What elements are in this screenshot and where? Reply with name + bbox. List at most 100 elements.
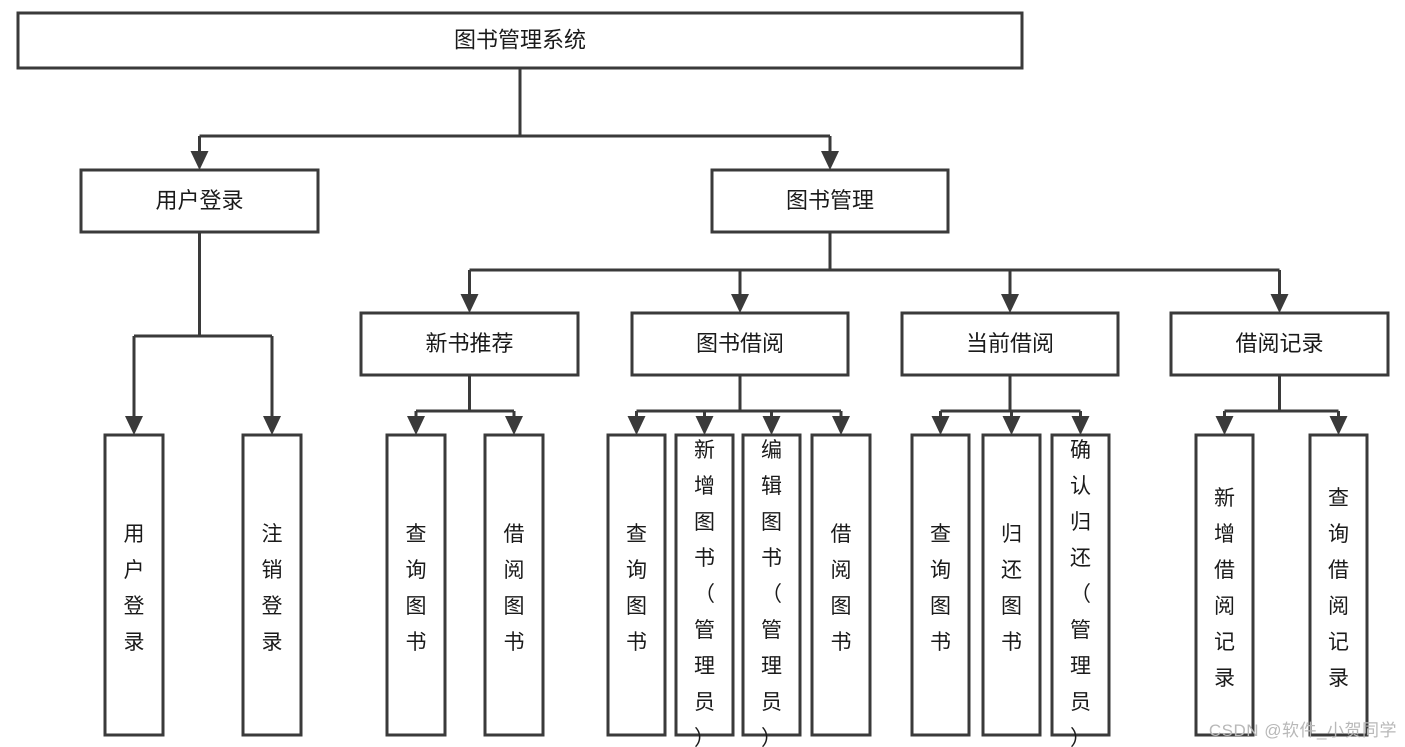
leaf-label-char: 书 (626, 631, 647, 654)
leaf-label-char: 询 (626, 559, 647, 582)
leaf-label-char: 户 (124, 559, 145, 582)
leaf-label-char: 辑 (761, 475, 782, 498)
leaf-label-char: 销 (262, 559, 283, 582)
leaf-label-char: 书 (504, 631, 525, 654)
leaf-label-char: 还 (1001, 559, 1022, 582)
arrow-head-icon (695, 416, 714, 435)
node-label: 图书借阅 (696, 331, 784, 356)
leaf-label-char: 管 (1070, 619, 1091, 642)
node-user-login[interactable]: 用户登录 (79, 168, 320, 234)
leaf-label-char: 图 (831, 595, 852, 618)
leaf-label-char: 询 (930, 559, 951, 582)
leaf-label-char: 阅 (504, 559, 525, 582)
leaf-label-char: 图 (504, 595, 525, 618)
node-label: 新书推荐 (425, 331, 513, 356)
leaf-label-char: 员 (694, 691, 715, 714)
leaf-label-char: 书 (1001, 631, 1022, 654)
arrow-head-icon (1001, 294, 1019, 313)
leaf-label-char: 用 (124, 523, 145, 546)
arrow-head-icon (190, 151, 209, 170)
leaf-label-char: 员 (1070, 691, 1091, 714)
arrow-head-icon (1329, 416, 1348, 435)
leaf-label-char: 录 (124, 631, 145, 654)
node-label: 用户登录 (155, 188, 243, 213)
leaf-label-char: 归 (1070, 511, 1091, 534)
leaf-label-char: 书 (930, 631, 951, 654)
leaf-label-char: 询 (1328, 523, 1349, 546)
arrow-head-icon (1002, 416, 1021, 435)
leaf-label-char: 查 (930, 523, 951, 546)
leaf-label-char: （ (694, 583, 715, 606)
leaf-leaf-user-login[interactable]: 用户登录 (103, 433, 165, 737)
leaf-label-char: 录 (262, 631, 283, 654)
node-current-borrow[interactable]: 当前借阅 (900, 311, 1120, 377)
connectors-layer (125, 68, 1348, 435)
node-book-borrow[interactable]: 图书借阅 (630, 311, 850, 377)
boxes-layer: 图书管理系统用户登录图书管理新书推荐图书借阅当前借阅借阅记录用户登录注销登录查询… (16, 11, 1390, 747)
arrow-head-icon (263, 416, 281, 435)
leaf-label-char: ） (761, 727, 782, 747)
arrow-head-icon (1071, 416, 1090, 435)
leaf-label-char: 图 (626, 595, 647, 618)
leaf-label-char: 记 (1214, 631, 1235, 654)
node-root-root[interactable]: 图书管理系统 (16, 11, 1024, 70)
leaf-label-char: 理 (1070, 655, 1091, 678)
leaf-label-char: 理 (761, 655, 782, 678)
leaf-label-char: 图 (930, 595, 951, 618)
leaf-label-char: 管 (694, 619, 715, 642)
arrow-head-icon (1215, 416, 1234, 435)
leaf-label-char: 登 (262, 595, 283, 618)
arrow-head-icon (627, 416, 646, 435)
leaf-label-char: 记 (1328, 631, 1349, 654)
leaf-label-char: 增 (1214, 523, 1235, 546)
arrow-head-icon (762, 416, 781, 435)
leaf-label-char: 询 (406, 559, 427, 582)
leaf-label-char: 图 (406, 595, 427, 618)
leaf-label-char: 理 (694, 655, 715, 678)
arrow-head-icon (460, 294, 479, 313)
leaf-label-char: 图 (761, 511, 782, 534)
leaf-label-char: 查 (406, 523, 427, 546)
leaf-label-char: 录 (1328, 667, 1349, 690)
leaf-label-char: 增 (694, 475, 715, 498)
node-label: 当前借阅 (966, 331, 1054, 356)
leaf-label-char: 书 (406, 631, 427, 654)
node-label: 图书管理系统 (454, 27, 586, 52)
node-book-manage[interactable]: 图书管理 (710, 168, 950, 234)
leaf-label-char: ） (694, 727, 715, 747)
arrow-head-icon (931, 416, 950, 435)
arrow-head-icon (731, 294, 749, 313)
leaf-label-char: 注 (262, 523, 283, 546)
leaf-label-char: 书 (694, 547, 715, 570)
leaf-label-char: 阅 (1214, 595, 1235, 618)
arrow-head-icon (832, 416, 850, 435)
leaf-label-char: 新 (694, 439, 715, 462)
leaf-label-char: 阅 (1328, 595, 1349, 618)
arrow-head-icon (407, 416, 425, 435)
node-new-book-recommend[interactable]: 新书推荐 (359, 311, 580, 377)
leaf-label-char: 借 (504, 523, 525, 546)
leaf-label-char: 确 (1070, 439, 1091, 462)
arrow-head-icon (125, 416, 143, 435)
leaf-label-char: 管 (761, 619, 782, 642)
node-label: 图书管理 (786, 188, 874, 213)
leaf-label-char: 还 (1070, 547, 1091, 570)
leaf-label-char: 图 (1001, 595, 1022, 618)
leaf-label-char: 登 (124, 595, 145, 618)
node-borrow-records[interactable]: 借阅记录 (1169, 311, 1390, 377)
leaf-label-char: 借 (1214, 559, 1235, 582)
